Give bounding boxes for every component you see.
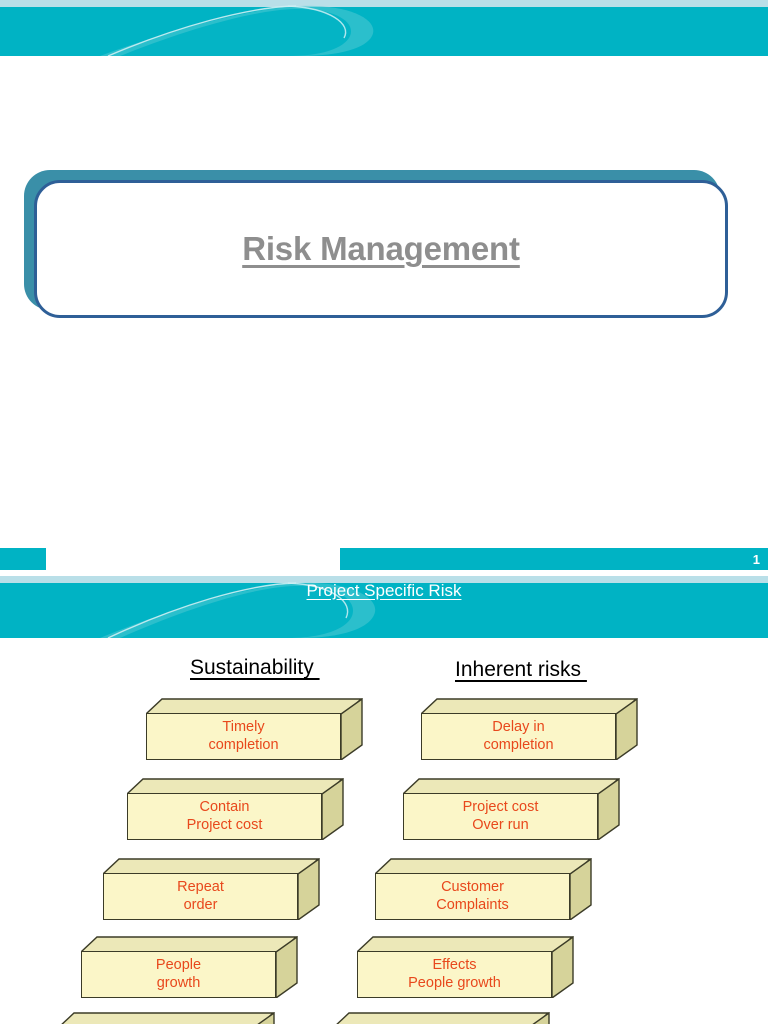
box-label-line2: People growth [408,974,501,991]
box-label-line1: People [155,956,202,973]
banner2-light-strip [0,576,768,583]
box-label-line1: Effects [432,956,477,973]
footer-left-bar [0,548,46,570]
box-side-face [532,1012,550,1024]
box-front-face: Project cost Over run [403,793,598,840]
column-heading-inherent-risks: Inherent risks [455,658,587,681]
risk-box[interactable]: Repeat order [103,858,320,920]
box-label-line2: Project cost [186,816,263,833]
box-side-face [321,778,344,840]
box-top-face [127,778,343,794]
risk-box[interactable]: Timely completion [146,698,363,760]
box-top-face [375,858,591,874]
banner-light-strip [0,0,768,7]
box-top-face [146,698,362,714]
box-top-face [421,698,637,714]
box-label-line1: Delay in [492,718,545,735]
slide-2: Project Specific Risk [0,576,768,1024]
risk-box[interactable]: Project cost Over run [403,778,620,840]
box-front-face: Customer Complaints [375,873,570,920]
box-top-face [61,1012,274,1024]
box-label-line1: Repeat [177,878,224,895]
risk-box[interactable]: Delay in completion [421,698,638,760]
risk-box[interactable]: Contain Project cost [127,778,344,840]
banner2-swoosh-decoration [100,582,376,638]
box-label-line2: Over run [472,816,529,833]
page-title: Risk Management [242,230,520,267]
slide1-header-banner [0,0,768,56]
box-side-face [615,698,638,760]
box-side-face [275,936,298,998]
column-heading-sustainability: Sustainability [190,656,320,679]
box-side-face [569,858,592,920]
box-front-face: Contain Project cost [127,793,322,840]
page-number: 1 [752,551,760,567]
box-label-line2: completion [208,736,279,753]
box-top-face [81,936,297,952]
risk-box[interactable]: Customer Complaints [375,858,592,920]
box-label-line1: Timely [222,718,265,735]
box-label-line2: growth [156,974,201,991]
slide-1: Risk Management 1 [0,0,768,570]
box-front-face: Repeat order [103,873,298,920]
box-top-face [336,1012,549,1024]
risk-box[interactable] [58,1012,275,1024]
box-label-line2: order [183,896,218,913]
box-label-line2: completion [483,736,554,753]
box-top-face [357,936,573,952]
title-box: Risk Management [34,180,728,318]
risk-box[interactable] [333,1012,550,1024]
box-side-face [340,698,363,760]
banner-swoosh-decoration [100,5,374,56]
box-label-line1: Customer [441,878,504,895]
box-front-face: People growth [81,951,276,998]
box-label-line1: Project cost [462,798,539,815]
box-side-face [297,858,320,920]
box-label-line1: Contain [199,798,250,815]
slide2-title: Project Specific Risk [306,581,462,600]
risk-box[interactable]: People growth [81,936,298,998]
box-label-line2: Complaints [436,896,509,913]
box-front-face: Delay in completion [421,713,616,760]
slide2-header-banner: Project Specific Risk [0,576,768,638]
box-side-face [551,936,574,998]
box-top-face [103,858,319,874]
box-side-face [597,778,620,840]
box-top-face [403,778,619,794]
box-front-face: Timely completion [146,713,341,760]
risk-box[interactable]: Effects People growth [357,936,574,998]
footer-right-bar: 1 [340,548,768,570]
box-side-face [257,1012,275,1024]
box-front-face: Effects People growth [357,951,552,998]
